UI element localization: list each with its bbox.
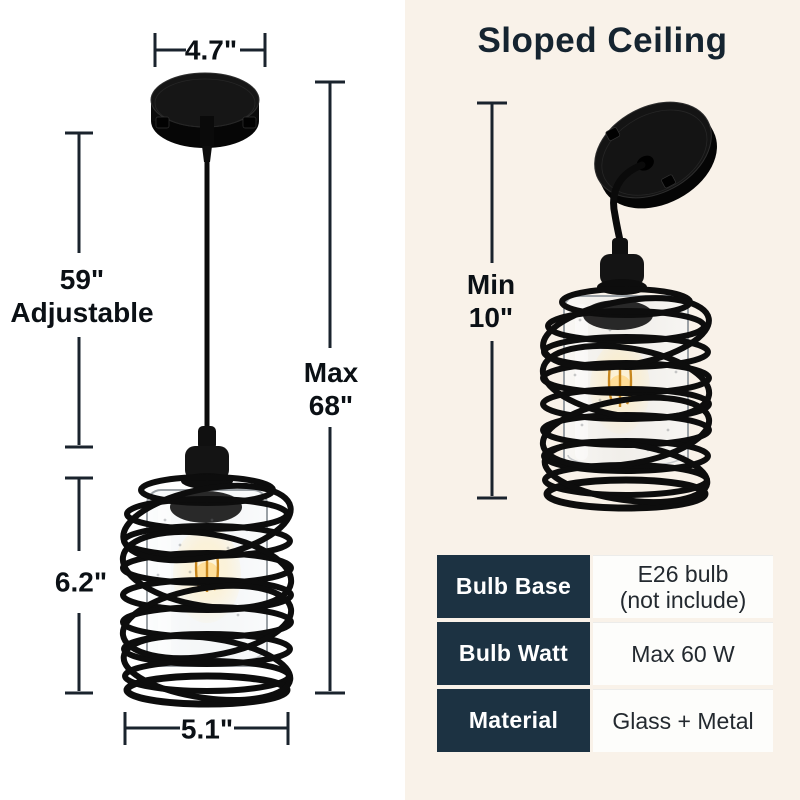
total-height-value: 68" (308, 390, 354, 421)
spec-row-bulb-watt: Bulb Watt Max 60 W (437, 622, 773, 685)
panel-title: Sloped Ceiling (477, 21, 728, 60)
dim-line-min-height (477, 101, 507, 500)
canopy-screw (661, 174, 676, 189)
spec-value-line: Glass + Metal (612, 708, 754, 734)
straight-pendant-illustration (119, 72, 295, 708)
dim-line-shade-width (123, 712, 290, 745)
sloped-canopy (594, 101, 717, 209)
canopy-screw (155, 116, 170, 129)
spec-label: Bulb Base (437, 555, 590, 618)
cord-length-value: 59" (59, 264, 105, 295)
spec-value-line: E26 bulb (637, 561, 729, 587)
spec-value-line: Max 60 W (631, 641, 735, 667)
ceiling-canopy (150, 72, 260, 162)
dim-line-cord-length (65, 131, 93, 449)
canopy-screw (605, 127, 621, 141)
spec-value: Glass + Metal (593, 689, 773, 752)
min-height-label: Min 10" (467, 268, 515, 334)
spiral-cage (119, 474, 295, 708)
canopy-screw (242, 116, 257, 129)
spec-value: Max 60 W (593, 622, 773, 685)
spec-row-material: Material Glass + Metal (437, 689, 773, 752)
min-height-prefix: Min (466, 269, 516, 300)
canopy-width-label: 4.7" (184, 34, 238, 66)
spec-label: Material (437, 689, 590, 752)
spec-value: E26 bulb (not include) (593, 555, 773, 618)
socket-holder (181, 426, 233, 489)
spiral-cage (539, 286, 713, 512)
spec-label: Bulb Watt (437, 622, 590, 685)
spec-value-line: (not include) (619, 587, 747, 613)
dimension-lines (65, 33, 507, 745)
dim-line-canopy-width (153, 33, 267, 67)
min-height-value: 10" (468, 302, 514, 333)
shade-height-label: 6.2" (54, 566, 108, 598)
cord-length-note: Adjustable (10, 297, 154, 328)
total-height-label: Max 68" (304, 356, 358, 422)
spec-table: Bulb Base E26 bulb (not include) Bulb Wa… (437, 555, 773, 756)
cord-length-label: 59" Adjustable (10, 263, 153, 329)
sloped-pendant-illustration (539, 101, 717, 512)
dim-line-total-height (315, 80, 345, 695)
total-height-prefix: Max (303, 357, 359, 388)
shade-width-label: 5.1" (180, 713, 234, 745)
dim-line-shade-height (65, 476, 93, 695)
spec-row-bulb-base: Bulb Base E26 bulb (not include) (437, 555, 773, 618)
